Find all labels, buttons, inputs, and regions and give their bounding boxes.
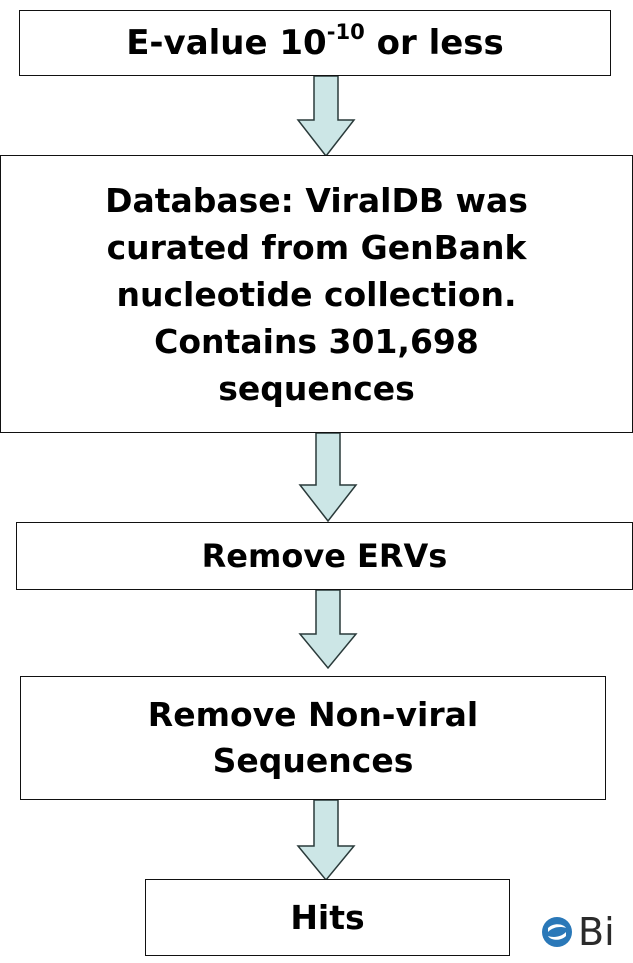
down-arrow-2	[298, 433, 358, 523]
logo-text: Bi	[578, 910, 615, 954]
down-arrow-1	[296, 76, 356, 158]
flow-step-hits: Hits	[145, 879, 510, 956]
flow-step-remove-nonviral: Remove Non-viral Sequences	[20, 676, 606, 800]
down-arrow-3	[298, 590, 358, 670]
flow-step-database: Database: ViralDB was curated from GenBa…	[0, 155, 633, 433]
down-arrow-4	[296, 800, 356, 882]
hits-label: Hits	[290, 898, 365, 937]
remove-nonviral-label: Remove Non-viral Sequences	[147, 695, 479, 780]
evalue-text: E-value 10-10 or less	[126, 18, 504, 63]
company-logo: Bi	[540, 913, 615, 951]
remove-ervs-label: Remove ERVs	[201, 537, 448, 575]
logo-swirl-icon	[542, 917, 572, 947]
flow-step-evalue: E-value 10-10 or less	[19, 10, 611, 76]
flow-step-remove-ervs: Remove ERVs	[16, 522, 633, 590]
database-description: Database: ViralDB was curated from GenBa…	[105, 180, 528, 408]
